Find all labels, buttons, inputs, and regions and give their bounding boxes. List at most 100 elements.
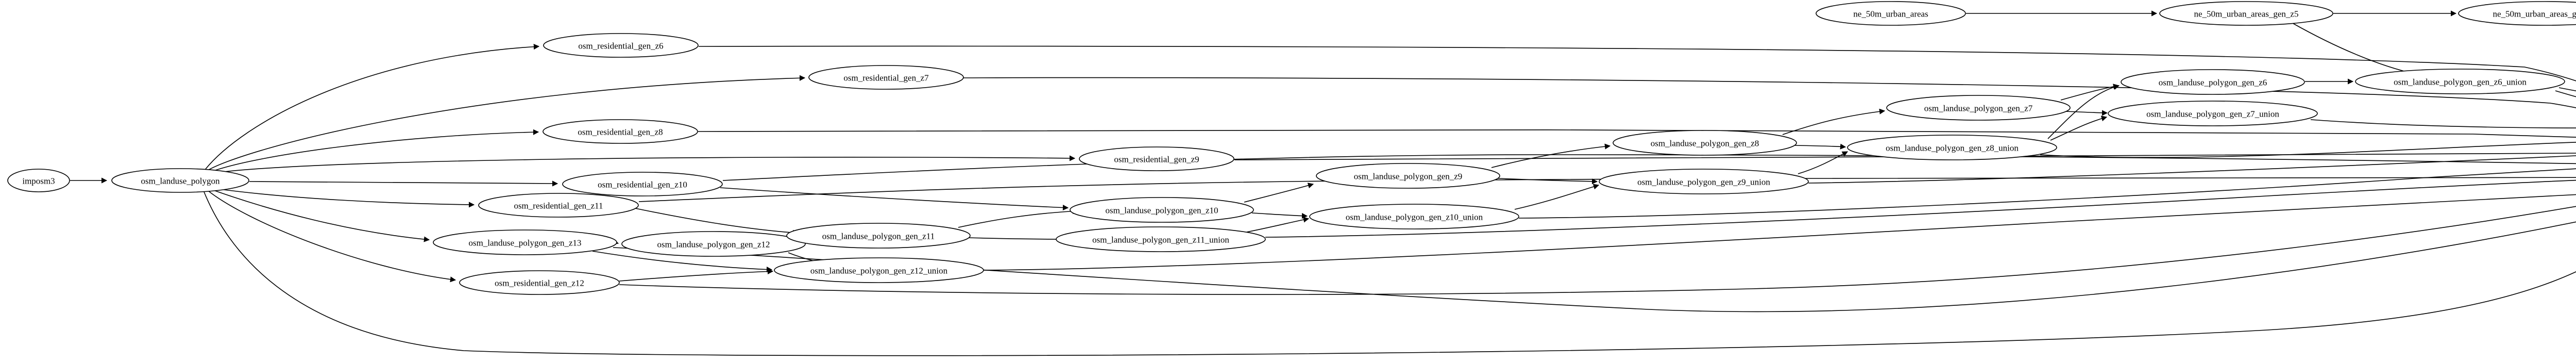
graph-node[interactable]: osm_landuse_polygon_gen_z8_union bbox=[1847, 135, 2057, 160]
node-label: osm_landuse_polygon_gen_z11 bbox=[822, 232, 935, 241]
node-ellipse bbox=[808, 65, 964, 90]
graph-edge bbox=[1794, 143, 1846, 150]
graph-node[interactable]: osm_residential_gen_z8 bbox=[543, 119, 698, 144]
graph-edge bbox=[1518, 168, 2576, 219]
node-ellipse bbox=[1886, 95, 2071, 121]
node-ellipse bbox=[2108, 101, 2318, 126]
node-label: osm_landuse_polygon_gen_z6_union bbox=[2394, 77, 2527, 87]
node-label: osm_residential_gen_z6 bbox=[578, 41, 663, 51]
graph-edge bbox=[963, 77, 2576, 108]
graph-edge bbox=[1514, 184, 1600, 210]
graph-node[interactable]: osm_residential_gen_z6 bbox=[543, 33, 699, 58]
node-label: imposm3 bbox=[22, 176, 55, 186]
graph-edge bbox=[1246, 217, 1310, 233]
graph-node[interactable]: osm_landuse_polygon_gen_z13 bbox=[433, 229, 617, 255]
graph-node[interactable]: osm_residential_gen_z10 bbox=[562, 172, 723, 196]
node-ellipse bbox=[2458, 1, 2576, 26]
graph-edge bbox=[635, 208, 799, 236]
node-ellipse bbox=[7, 169, 70, 192]
node-label: osm_landuse_polygon_gen_z7_union bbox=[2146, 109, 2279, 119]
node-label: osm_landuse_polygon_gen_z9_union bbox=[1637, 177, 1770, 187]
graph-edge bbox=[2310, 119, 2576, 128]
node-label: osm_residential_gen_z7 bbox=[843, 73, 929, 83]
graph-edge bbox=[698, 45, 2576, 81]
graph-edge bbox=[2065, 110, 2108, 116]
graph-node[interactable]: osm_landuse_polygon_gen_z6 bbox=[2121, 69, 2305, 95]
graph-edge bbox=[249, 180, 558, 187]
node-ellipse bbox=[1070, 197, 1254, 223]
node-label: osm_landuse_polygon_gen_z8_union bbox=[1886, 143, 2019, 153]
graph-edge bbox=[2050, 116, 2108, 141]
node-label: osm_residential_gen_z10 bbox=[598, 180, 687, 190]
node-label: osm_residential_gen_z8 bbox=[578, 127, 663, 137]
graph-node[interactable]: imposm3 bbox=[7, 169, 70, 192]
graph-edge bbox=[1234, 153, 2576, 160]
graph-edge bbox=[2292, 23, 2422, 77]
graph-edge bbox=[204, 191, 2576, 356]
node-ellipse bbox=[1816, 1, 1966, 26]
graph-edge bbox=[1244, 183, 1314, 203]
node-label: osm_residential_gen_z11 bbox=[514, 201, 603, 211]
graph-edge bbox=[1798, 151, 1848, 174]
graph-node[interactable]: osm_landuse_polygon_gen_z8 bbox=[1613, 130, 1797, 156]
graph-node[interactable]: osm_landuse_polygon_gen_z9_union bbox=[1599, 169, 1809, 194]
graph-edge bbox=[1251, 212, 1308, 219]
graph-node[interactable]: osm_landuse_polygon_gen_z9 bbox=[1316, 163, 1500, 189]
graph-node[interactable]: osm_residential_gen_z9 bbox=[1079, 146, 1234, 171]
graph-edge bbox=[722, 154, 2576, 181]
graph-node[interactable]: osm_landuse_polygon_gen_z10 bbox=[1070, 197, 1254, 223]
node-ellipse bbox=[1599, 169, 1809, 194]
graph-edge bbox=[2047, 84, 2120, 139]
node-label: osm_landuse_polygon_gen_z6 bbox=[2159, 78, 2267, 88]
node-ellipse bbox=[1056, 226, 1266, 252]
graph-node[interactable]: osm_landuse_polygon_gen_z12 bbox=[621, 231, 806, 257]
graph-node[interactable]: osm_landuse_polygon_gen_z7 bbox=[1886, 95, 2071, 121]
node-label: osm_landuse_polygon_gen_z10 bbox=[1105, 206, 1218, 216]
node-label: osm_landuse_polygon_gen_z12 bbox=[657, 240, 770, 250]
node-ellipse bbox=[1847, 135, 2057, 160]
node-label: osm_landuse_polygon_gen_z7 bbox=[1924, 104, 2033, 113]
graph-node[interactable]: ne_50m_urban_areas_gen_z4 bbox=[2458, 1, 2576, 26]
node-ellipse bbox=[459, 270, 620, 295]
node-label: osm_landuse_polygon_gen_z12_union bbox=[810, 266, 948, 276]
graph-edge bbox=[1265, 179, 2576, 238]
graph-edge bbox=[2555, 90, 2576, 97]
graph-node[interactable]: osm_landuse_polygon_gen_z7_union bbox=[2108, 101, 2318, 126]
node-label: osm_landuse_polygon_gen_z8 bbox=[1651, 139, 1759, 149]
node-ellipse bbox=[2121, 69, 2305, 95]
graph-node[interactable]: osm_landuse_polygon_gen_z6_union bbox=[2355, 69, 2565, 94]
node-label: osm_landuse_polygon_gen_z10_union bbox=[1346, 212, 1483, 222]
node-ellipse bbox=[2355, 69, 2565, 94]
graph-node[interactable]: osm_landuse_polygon_gen_z12_union bbox=[774, 257, 984, 283]
node-ellipse bbox=[1316, 163, 1500, 189]
node-label: osm_residential_gen_z12 bbox=[495, 278, 584, 288]
graph-node[interactable]: osm_landuse_polygon_gen_z10_union bbox=[1309, 204, 1519, 229]
graph-edge bbox=[2060, 84, 2120, 101]
graph-node[interactable]: osm_landuse_polygon_gen_z11_union bbox=[1056, 226, 1266, 252]
graph-node[interactable]: osm_landuse_polygon_gen_z11 bbox=[786, 223, 971, 249]
graph-edge bbox=[2558, 87, 2576, 92]
node-ellipse bbox=[786, 223, 971, 249]
node-ellipse bbox=[543, 119, 698, 144]
node-ellipse bbox=[1309, 204, 1519, 229]
graph-edge bbox=[1498, 178, 1598, 185]
graph-node[interactable]: osm_residential_gen_z12 bbox=[459, 270, 620, 295]
node-label: ne_50m_urban_areas_gen_z5 bbox=[2194, 9, 2299, 19]
graph-edge bbox=[216, 155, 1076, 173]
graph-node[interactable]: osm_landuse_polygon bbox=[111, 168, 249, 193]
graph-node[interactable]: osm_residential_gen_z11 bbox=[478, 193, 639, 218]
graph-edge bbox=[592, 251, 773, 273]
graph-edge bbox=[205, 43, 540, 170]
node-ellipse bbox=[433, 229, 617, 255]
node-ellipse bbox=[2159, 1, 2333, 26]
graph-node[interactable]: ne_50m_urban_areas bbox=[1816, 1, 1966, 26]
node-ellipse bbox=[562, 172, 723, 196]
node-label: osm_landuse_polygon bbox=[141, 176, 220, 186]
graph-edge bbox=[208, 190, 456, 283]
graph-node[interactable]: osm_residential_gen_z7 bbox=[808, 65, 964, 90]
node-label: osm_landuse_polygon_gen_z9 bbox=[1354, 172, 1463, 182]
graph-node[interactable]: ne_50m_urban_areas_gen_z5 bbox=[2159, 1, 2333, 26]
graph-edge bbox=[1808, 155, 2576, 184]
